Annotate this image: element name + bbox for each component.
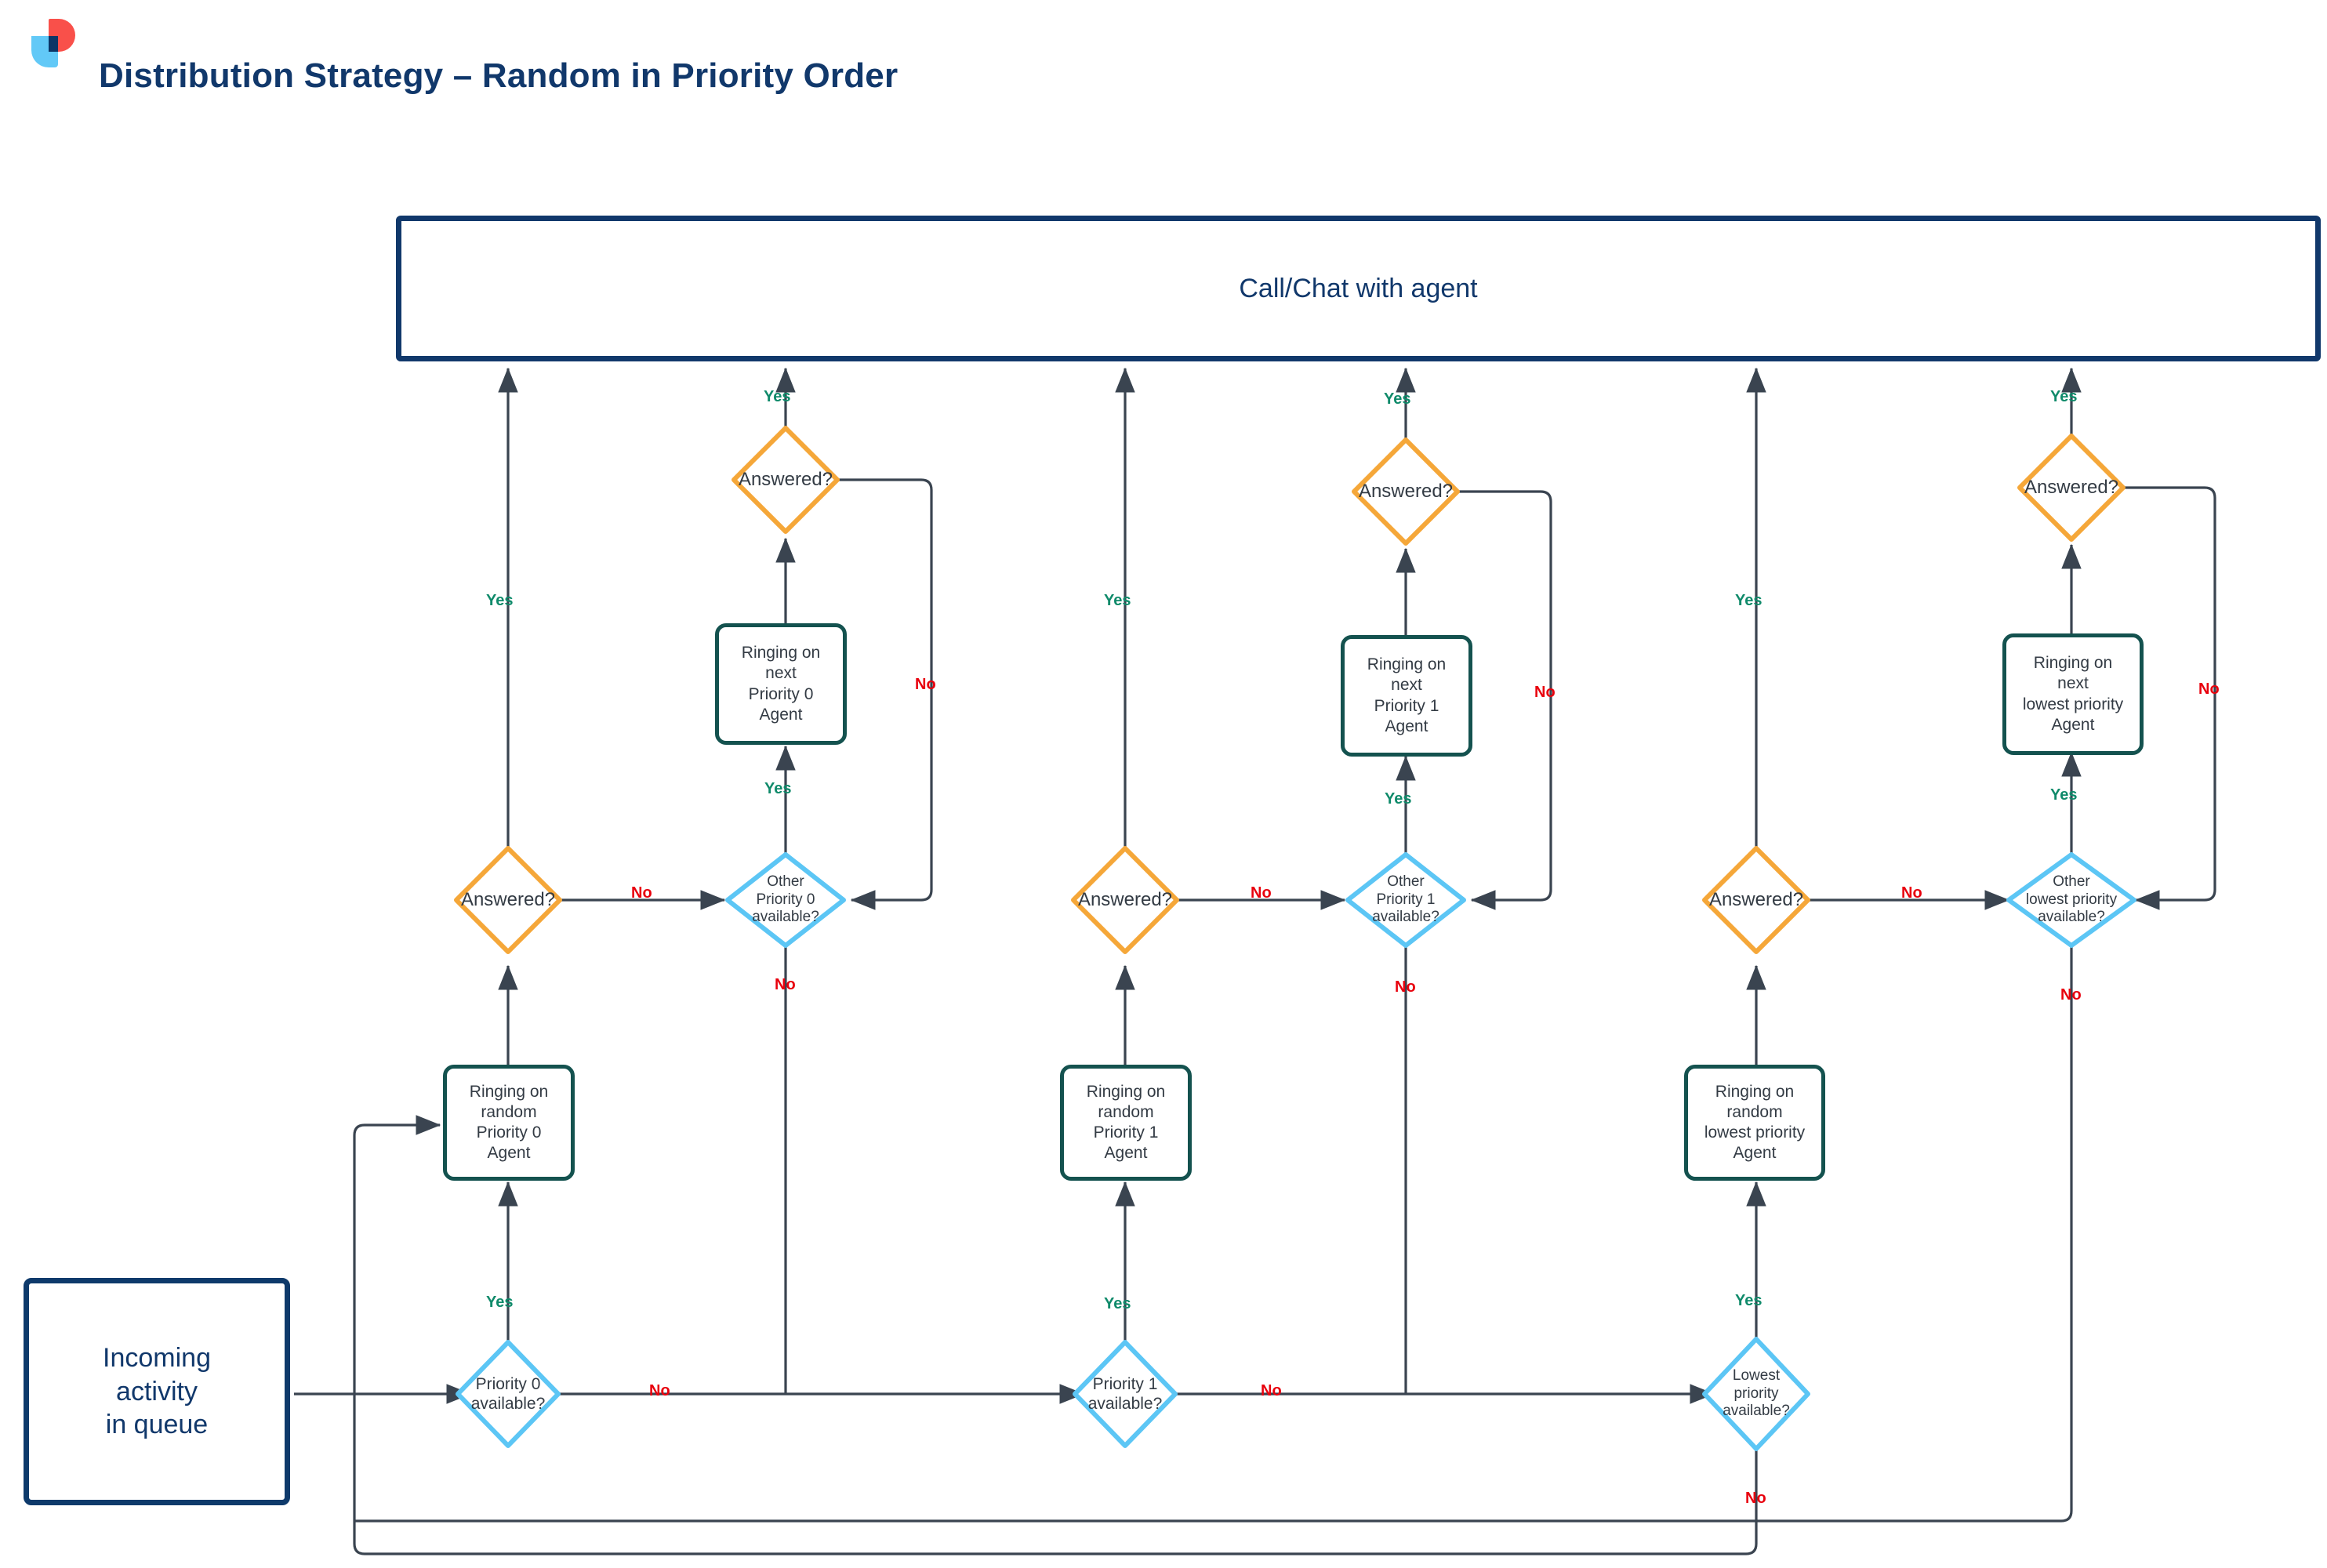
edge-label-yes-c1a: Yes (1104, 592, 1131, 609)
edge-label-no-next-c0: No (915, 676, 936, 693)
page-title: Distribution Strategy – Random in Priori… (99, 56, 898, 95)
edge-label-no-c0: No (631, 884, 652, 902)
decision-answered-c2a-label[interactable]: Answered? (1708, 888, 1804, 910)
logo-navy-square (49, 36, 58, 52)
edge-label-no-otherdown-c1: No (1395, 978, 1416, 996)
edge-label-no-next-c2: No (2198, 681, 2220, 698)
decision-answered-c1a-label[interactable]: Answered? (1077, 888, 1173, 910)
edge-label-yes-c1b: Yes (1384, 390, 1411, 408)
edge-label-no-next-c1: No (1534, 684, 1556, 701)
edge-label-no-c1: No (1251, 884, 1272, 902)
edge-label-no-avail-c1: No (1261, 1382, 1282, 1399)
edge-label-yes-c2b: Yes (2050, 388, 2078, 405)
decision-answered-c2b-label[interactable]: Answered? (2024, 476, 2119, 498)
edge-label-yes-c0b: Yes (764, 388, 791, 405)
edge-label-no-otherdown-c0: No (775, 976, 796, 993)
edge-label-yes-other-c0: Yes (764, 780, 792, 797)
edge-label-yes-c0a: Yes (486, 592, 514, 609)
edge-label-yes-other-c2: Yes (2050, 786, 2078, 804)
decision-answered-c1b-label[interactable]: Answered? (1358, 480, 1454, 502)
edge-label-yes-avail-c0: Yes (486, 1294, 514, 1311)
call-chat-with-agent-box[interactable]: Call/Chat with agent (396, 216, 2321, 361)
edge-label-no-otherdown-c2: No (2060, 986, 2082, 1004)
edge-label-yes-avail-c2: Yes (1735, 1292, 1762, 1309)
decision-answered-c0b-label[interactable]: Answered? (738, 468, 833, 490)
edge-label-no-c2: No (1901, 884, 1922, 902)
edge-label-yes-other-c1: Yes (1385, 790, 1412, 808)
edge-label-no-avail-c2: No (1745, 1490, 1766, 1507)
brand-logo-icon (31, 19, 75, 67)
page-header: Distribution Strategy – Random in Priori… (0, 0, 2327, 157)
edge-label-no-avail-c0: No (649, 1382, 670, 1399)
decision-answered-c0a-label[interactable]: Answered? (460, 888, 556, 910)
edge-label-yes-avail-c1: Yes (1104, 1295, 1131, 1312)
edge-label-yes-c2a: Yes (1735, 592, 1762, 609)
